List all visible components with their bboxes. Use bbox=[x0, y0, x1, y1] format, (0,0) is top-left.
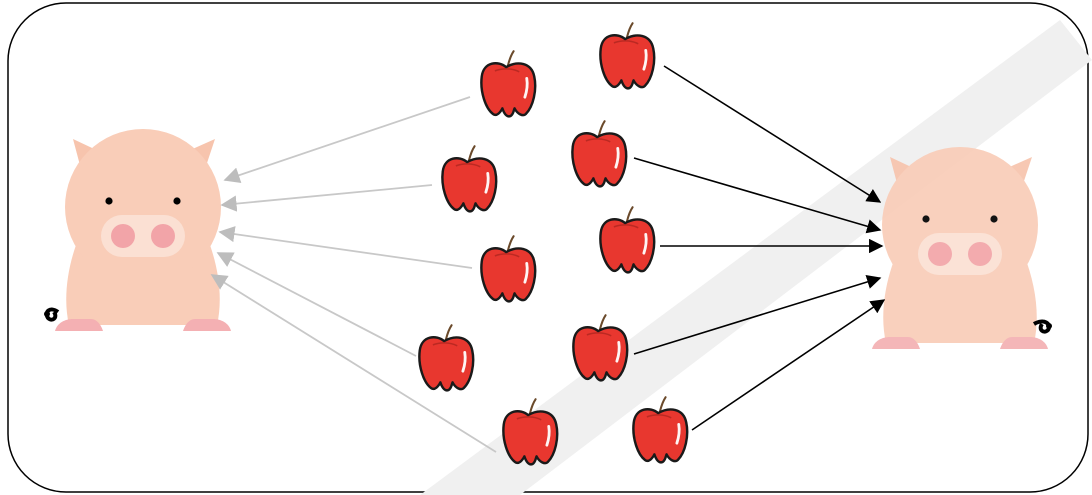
pig-right bbox=[872, 147, 1052, 349]
arrow-black-2 bbox=[633, 157, 882, 234]
arrow-gray-1 bbox=[223, 96, 471, 183]
arrows-to-right-pig bbox=[633, 65, 886, 431]
arrows-to-left-pig bbox=[210, 96, 497, 453]
arrow-black-5 bbox=[691, 299, 886, 431]
arrow-black-4 bbox=[633, 274, 882, 355]
diagram-frame bbox=[7, 2, 1089, 493]
arrow-gray-4 bbox=[216, 252, 417, 357]
arrow-gray-2 bbox=[220, 184, 433, 212]
arrow-black-1 bbox=[663, 65, 882, 203]
pig-left bbox=[44, 129, 231, 331]
arrow-gray-3 bbox=[218, 226, 473, 269]
arrow-gray-5 bbox=[210, 274, 497, 453]
